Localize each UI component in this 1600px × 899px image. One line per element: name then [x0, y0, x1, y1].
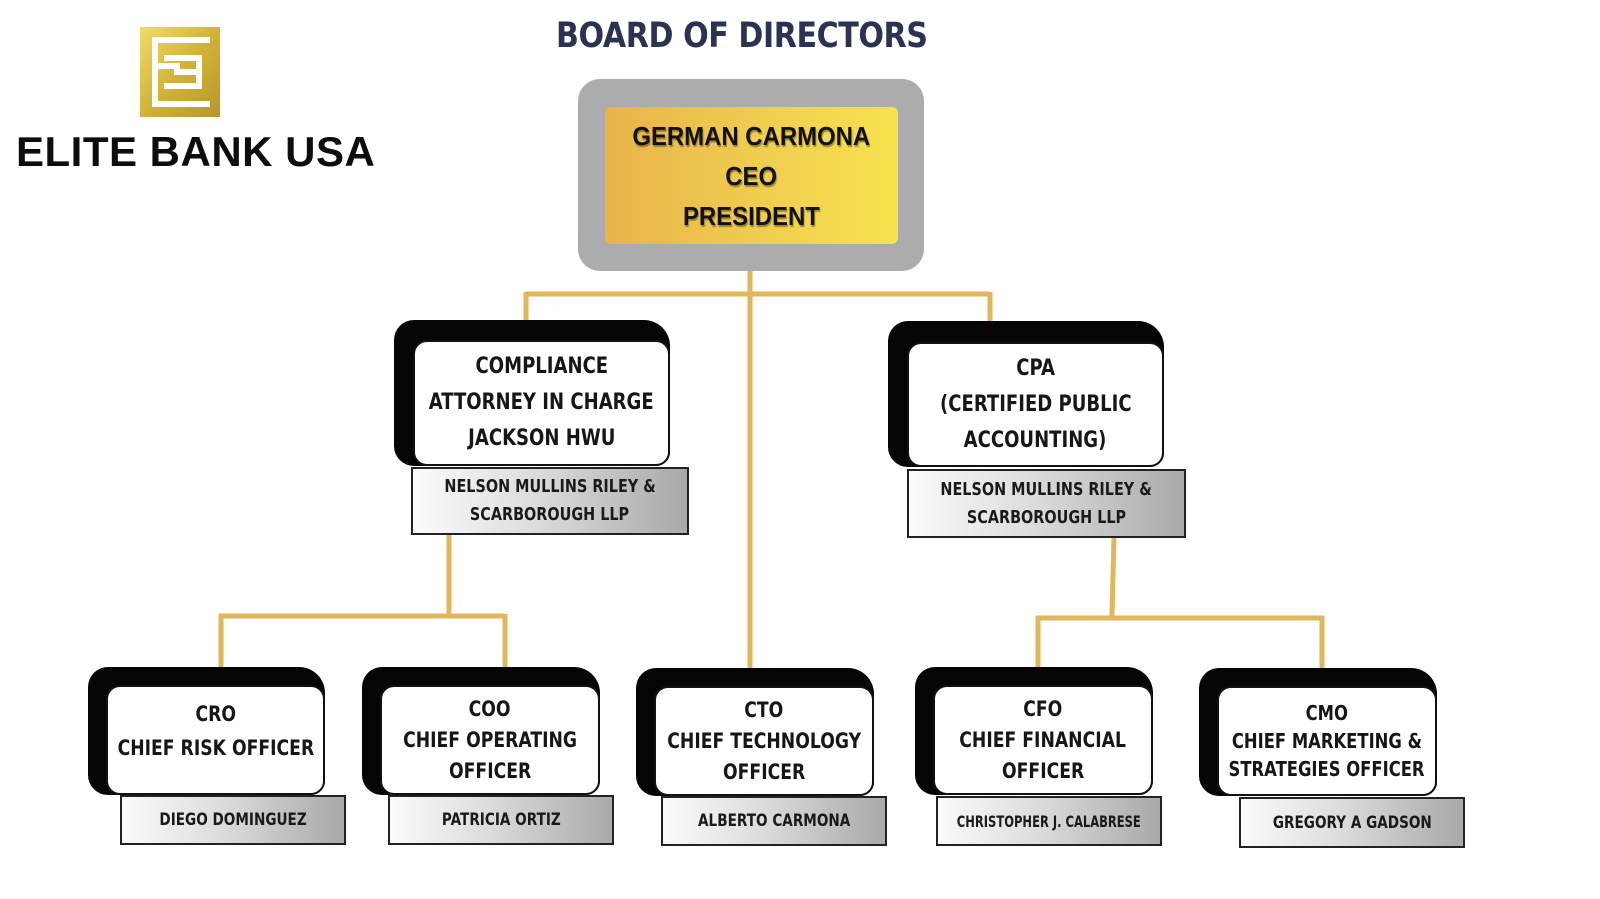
- cpa-line-1: CPA: [1016, 355, 1055, 381]
- coo-abbr: COO: [469, 696, 511, 721]
- coo-title-2: OFFICER: [448, 758, 532, 783]
- coo-title-1: CHIEF OPERATING: [403, 727, 577, 752]
- cpa-firm-plate: NELSON MULLINS RILEY & SCARBOROUGH LLP: [907, 469, 1186, 538]
- cto-abbr: CTO: [744, 697, 784, 722]
- coo-name: PATRICIA ORTIZ: [441, 810, 561, 830]
- compliance-node: COMPLIANCE ATTORNEY IN CHARGE JACKSON HW…: [413, 340, 670, 466]
- cro-abbr: CRO: [195, 702, 236, 726]
- cro-name: DIEGO DOMINGUEZ: [159, 810, 307, 830]
- brand-name: ELITE BANK USA: [16, 128, 376, 175]
- cpa-firm-line-1: NELSON MULLINS RILEY &: [940, 478, 1153, 500]
- cmo-node: CMO CHIEF MARKETING & STRATEGIES OFFICER: [1217, 686, 1437, 796]
- page-title: BOARD OF DIRECTORS: [556, 16, 928, 56]
- cpa-line-2: (CERTIFIED PUBLIC: [939, 391, 1132, 417]
- compliance-firm-plate: NELSON MULLINS RILEY & SCARBOROUGH LLP: [411, 467, 689, 535]
- compliance-line-3: JACKSON HWU: [467, 426, 616, 451]
- cfo-abbr: CFO: [1023, 696, 1063, 721]
- ee-monogram-gold-icon: [140, 27, 220, 117]
- cpa-node: CPA (CERTIFIED PUBLIC ACCOUNTING): [907, 342, 1164, 467]
- cto-name-plate: ALBERTO CARMONA: [661, 796, 887, 846]
- compliance-firm-line-2: SCARBOROUGH LLP: [470, 504, 630, 525]
- cpa-line-3: ACCOUNTING): [964, 427, 1107, 453]
- cmo-title-2: STRATEGIES OFFICER: [1228, 757, 1426, 781]
- coo-node: COO CHIEF OPERATING OFFICER: [380, 685, 600, 795]
- cmo-abbr: CMO: [1305, 701, 1349, 725]
- coo-name-plate: PATRICIA ORTIZ: [388, 795, 614, 845]
- compliance-line-1: COMPLIANCE: [475, 354, 608, 379]
- ceo-name: GERMAN CARMONA: [632, 120, 871, 151]
- cfo-name: CHRISTOPHER J. CALABRESE: [956, 811, 1142, 831]
- cfo-title-1: CHIEF FINANCIAL: [959, 727, 1127, 752]
- cto-node: CTO CHIEF TECHNOLOGY OFFICER: [654, 686, 874, 796]
- cto-name: ALBERTO CARMONA: [697, 811, 851, 831]
- cto-title-1: CHIEF TECHNOLOGY: [667, 728, 861, 753]
- compliance-firm-line-1: NELSON MULLINS RILEY &: [444, 476, 656, 497]
- cmo-title-1: CHIEF MARKETING &: [1231, 729, 1423, 753]
- logo-icon: [140, 27, 220, 117]
- cro-title: CHIEF RISK OFFICER: [117, 736, 314, 760]
- cto-title-2: OFFICER: [722, 759, 806, 784]
- cfo-name-plate: CHRISTOPHER J. CALABRESE: [936, 796, 1162, 846]
- ceo-title: CEO: [725, 160, 778, 191]
- cpa-firm-line-2: SCARBOROUGH LLP: [966, 506, 1127, 528]
- cmo-name: GREGORY A GADSON: [1272, 812, 1432, 833]
- cro-node: CRO CHIEF RISK OFFICER: [106, 685, 325, 795]
- compliance-line-2: ATTORNEY IN CHARGE: [429, 390, 655, 415]
- cfo-node: CFO CHIEF FINANCIAL OFFICER: [933, 685, 1153, 795]
- cfo-title-2: OFFICER: [1001, 758, 1085, 783]
- ceo-role: PRESIDENT: [683, 200, 820, 231]
- ceo-node: GERMAN CARMONA CEO PRESIDENT: [605, 107, 898, 244]
- cmo-name-plate: GREGORY A GADSON: [1239, 797, 1465, 848]
- connector-cpa-down: [1109, 536, 1117, 617]
- cro-name-plate: DIEGO DOMINGUEZ: [120, 795, 346, 845]
